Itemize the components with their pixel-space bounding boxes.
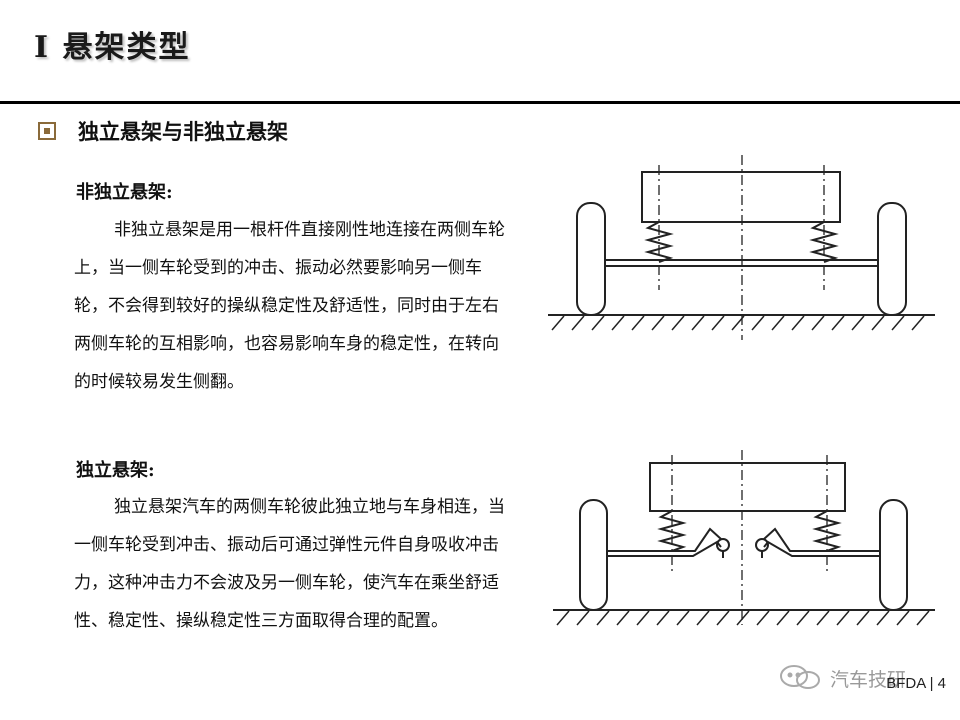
watermark-text: 汽车技研 — [830, 668, 907, 691]
title-divider — [0, 101, 960, 104]
slide-title: I 悬架类型 — [34, 30, 191, 65]
non-independent-paragraph: 非独立悬架是用一根杆件直接刚性地连接在两侧车轮上，当一侧车轮受到的冲击、振动必然… — [74, 220, 505, 392]
square-bullet-icon — [38, 122, 56, 140]
page-number: BFDA | 4 — [886, 675, 946, 692]
non-independent-suspension-diagram — [548, 155, 935, 340]
section-title: 独立悬架与非独立悬架 — [78, 119, 288, 144]
independent-suspension-diagram — [553, 450, 935, 626]
independent-paragraph: 独立悬架汽车的两侧车轮彼此独立地与车身相连，当一侧车轮受到冲击、振动后可通过弹性… — [74, 497, 505, 631]
watermark: 汽车技研 — [778, 664, 906, 692]
section-header: 独立悬架与非独立悬架 — [38, 117, 288, 145]
chat-bubble-icon — [780, 665, 820, 689]
non-independent-heading: 非独立悬架: — [76, 182, 173, 203]
independent-heading: 独立悬架: — [76, 460, 155, 481]
